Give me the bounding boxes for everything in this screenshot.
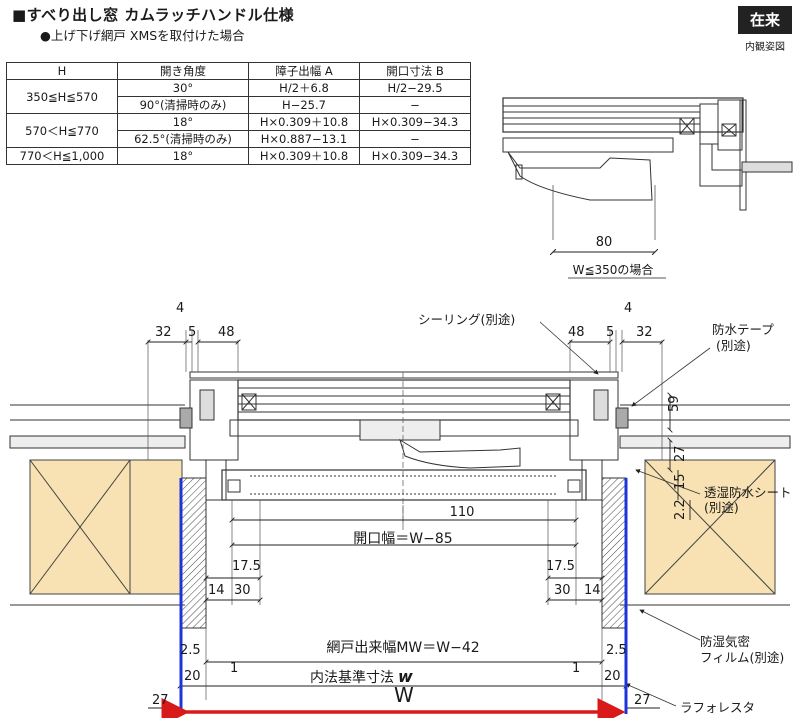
col-header-sash-a: 障子出幅 A — [248, 62, 360, 80]
dim-4-left: 4 — [176, 301, 184, 316]
col-header-h: H — [6, 62, 118, 80]
cell-a: H−25.7 — [248, 96, 360, 114]
inset-dim-80: 80 — [596, 235, 613, 250]
cell-a: H×0.309＋10.8 — [248, 113, 360, 131]
page-subtitle: ●上げ下げ網戸 XMSを取付けた場合 — [40, 28, 245, 43]
jamb-left — [181, 477, 207, 629]
cell-h: 770＜H≦1,000 — [6, 147, 118, 165]
col-header-angle: 開き角度 — [117, 62, 249, 80]
table-row: 62.5°(清掃時のみ) H×0.887−13.1 − — [7, 130, 471, 148]
label-inner-ref: 内法基準寸法 — [310, 669, 394, 686]
window-frame — [179, 371, 629, 501]
table-header-row: H 開き角度 障子出幅 A 開口寸法 B — [6, 62, 471, 80]
dim-27-vertical: 27 — [673, 445, 688, 462]
dim-27-left: 27 — [152, 693, 169, 708]
label-opening-width: 開口幅＝W−85 — [353, 531, 452, 547]
label-waterproof-tape-sub: (別途) — [716, 338, 751, 353]
cell-b: H/2−29.5 — [359, 79, 471, 97]
label-vapor-film: 防湿気密 — [700, 634, 750, 649]
dim-4-right: 4 — [624, 301, 632, 316]
dim-17-5-right: 17.5 — [546, 559, 575, 574]
dim-30-right: 30 — [554, 583, 571, 598]
dim-1-left: 1 — [230, 661, 238, 676]
dim-30-left: 30 — [234, 583, 251, 598]
label-breathable-sheet-sub: (別途) — [704, 500, 739, 515]
label-inner-ref-var: w — [398, 667, 413, 686]
cell-b: H×0.309−34.3 — [359, 147, 471, 165]
dim-32-right: 32 — [636, 325, 653, 340]
dim-14-left: 14 — [208, 583, 225, 598]
category-badge: 在来 — [738, 6, 792, 34]
cell-angle: 90°(清掃時のみ) — [117, 96, 249, 114]
page-title: ■すべり出し窓 カムラッチハンドル仕様 — [12, 6, 295, 24]
table-row: 90°(清掃時のみ) H−25.7 − — [7, 96, 471, 114]
dim-20-right: 20 — [604, 669, 621, 684]
cell-h: 350≦H≦570 — [6, 79, 118, 114]
table-row: 350≦H≦570 30° H/2＋6.8 H/2−29.5 — [6, 79, 471, 114]
spec-table: H 開き角度 障子出幅 A 開口寸法 B 350≦H≦570 30° H/2＋6… — [6, 62, 471, 165]
label-w: W — [394, 683, 414, 707]
table-row: 570＜H≦770 18° H×0.309＋10.8 H×0.309−34.3 — [6, 113, 471, 148]
inset-caption: W≦350の場合 — [573, 262, 654, 277]
dim-15: 15 — [673, 473, 688, 490]
dim-48-right: 48 — [568, 325, 585, 340]
dim-48-left: 48 — [218, 325, 235, 340]
dim-20-left: 20 — [184, 669, 201, 684]
label-waterproof-tape: 防水テープ — [712, 322, 774, 337]
dim-27-right: 27 — [634, 693, 651, 708]
col-header-opening-b: 開口寸法 B — [359, 62, 471, 80]
cell-a: H×0.309＋10.8 — [248, 147, 360, 165]
dim-2-2: 2.2 — [673, 499, 688, 520]
wall-construction — [9, 404, 791, 629]
cell-h: 570＜H≦770 — [6, 113, 118, 148]
dim-59: 59 — [667, 395, 682, 412]
dim-110: 110 — [450, 505, 475, 520]
view-label: 内観姿図 — [745, 42, 785, 53]
label-laforesta: ラフォレスタ — [680, 700, 755, 715]
dim-5-right: 5 — [606, 325, 614, 340]
dim-32-left: 32 — [155, 325, 172, 340]
label-breathable-sheet: 透湿防水シート — [704, 485, 792, 500]
cell-a: H/2＋6.8 — [248, 79, 360, 97]
table-row: 770＜H≦1,000 18° H×0.309＋10.8 H×0.309−34.… — [6, 147, 471, 165]
dim-2-5-right: 2.5 — [606, 643, 627, 658]
label-sealing: シーリング(別途) — [418, 312, 515, 327]
label-vapor-film-sub: フィルム(別途) — [700, 650, 784, 665]
inset-detail: 80 W≦350の場合 — [502, 97, 793, 279]
screen-unit — [221, 469, 587, 501]
label-screen-width: 網戸出来幅MW＝W−42 — [326, 640, 479, 656]
jamb-right — [601, 477, 627, 629]
dim-17-5-left: 17.5 — [232, 559, 261, 574]
dim-1-right: 1 — [572, 661, 580, 676]
dim-5-left: 5 — [188, 325, 196, 340]
dim-2-5-left: 2.5 — [180, 643, 201, 658]
dim-14-right: 14 — [584, 583, 601, 598]
cell-b: H×0.309−34.3 — [359, 113, 471, 131]
